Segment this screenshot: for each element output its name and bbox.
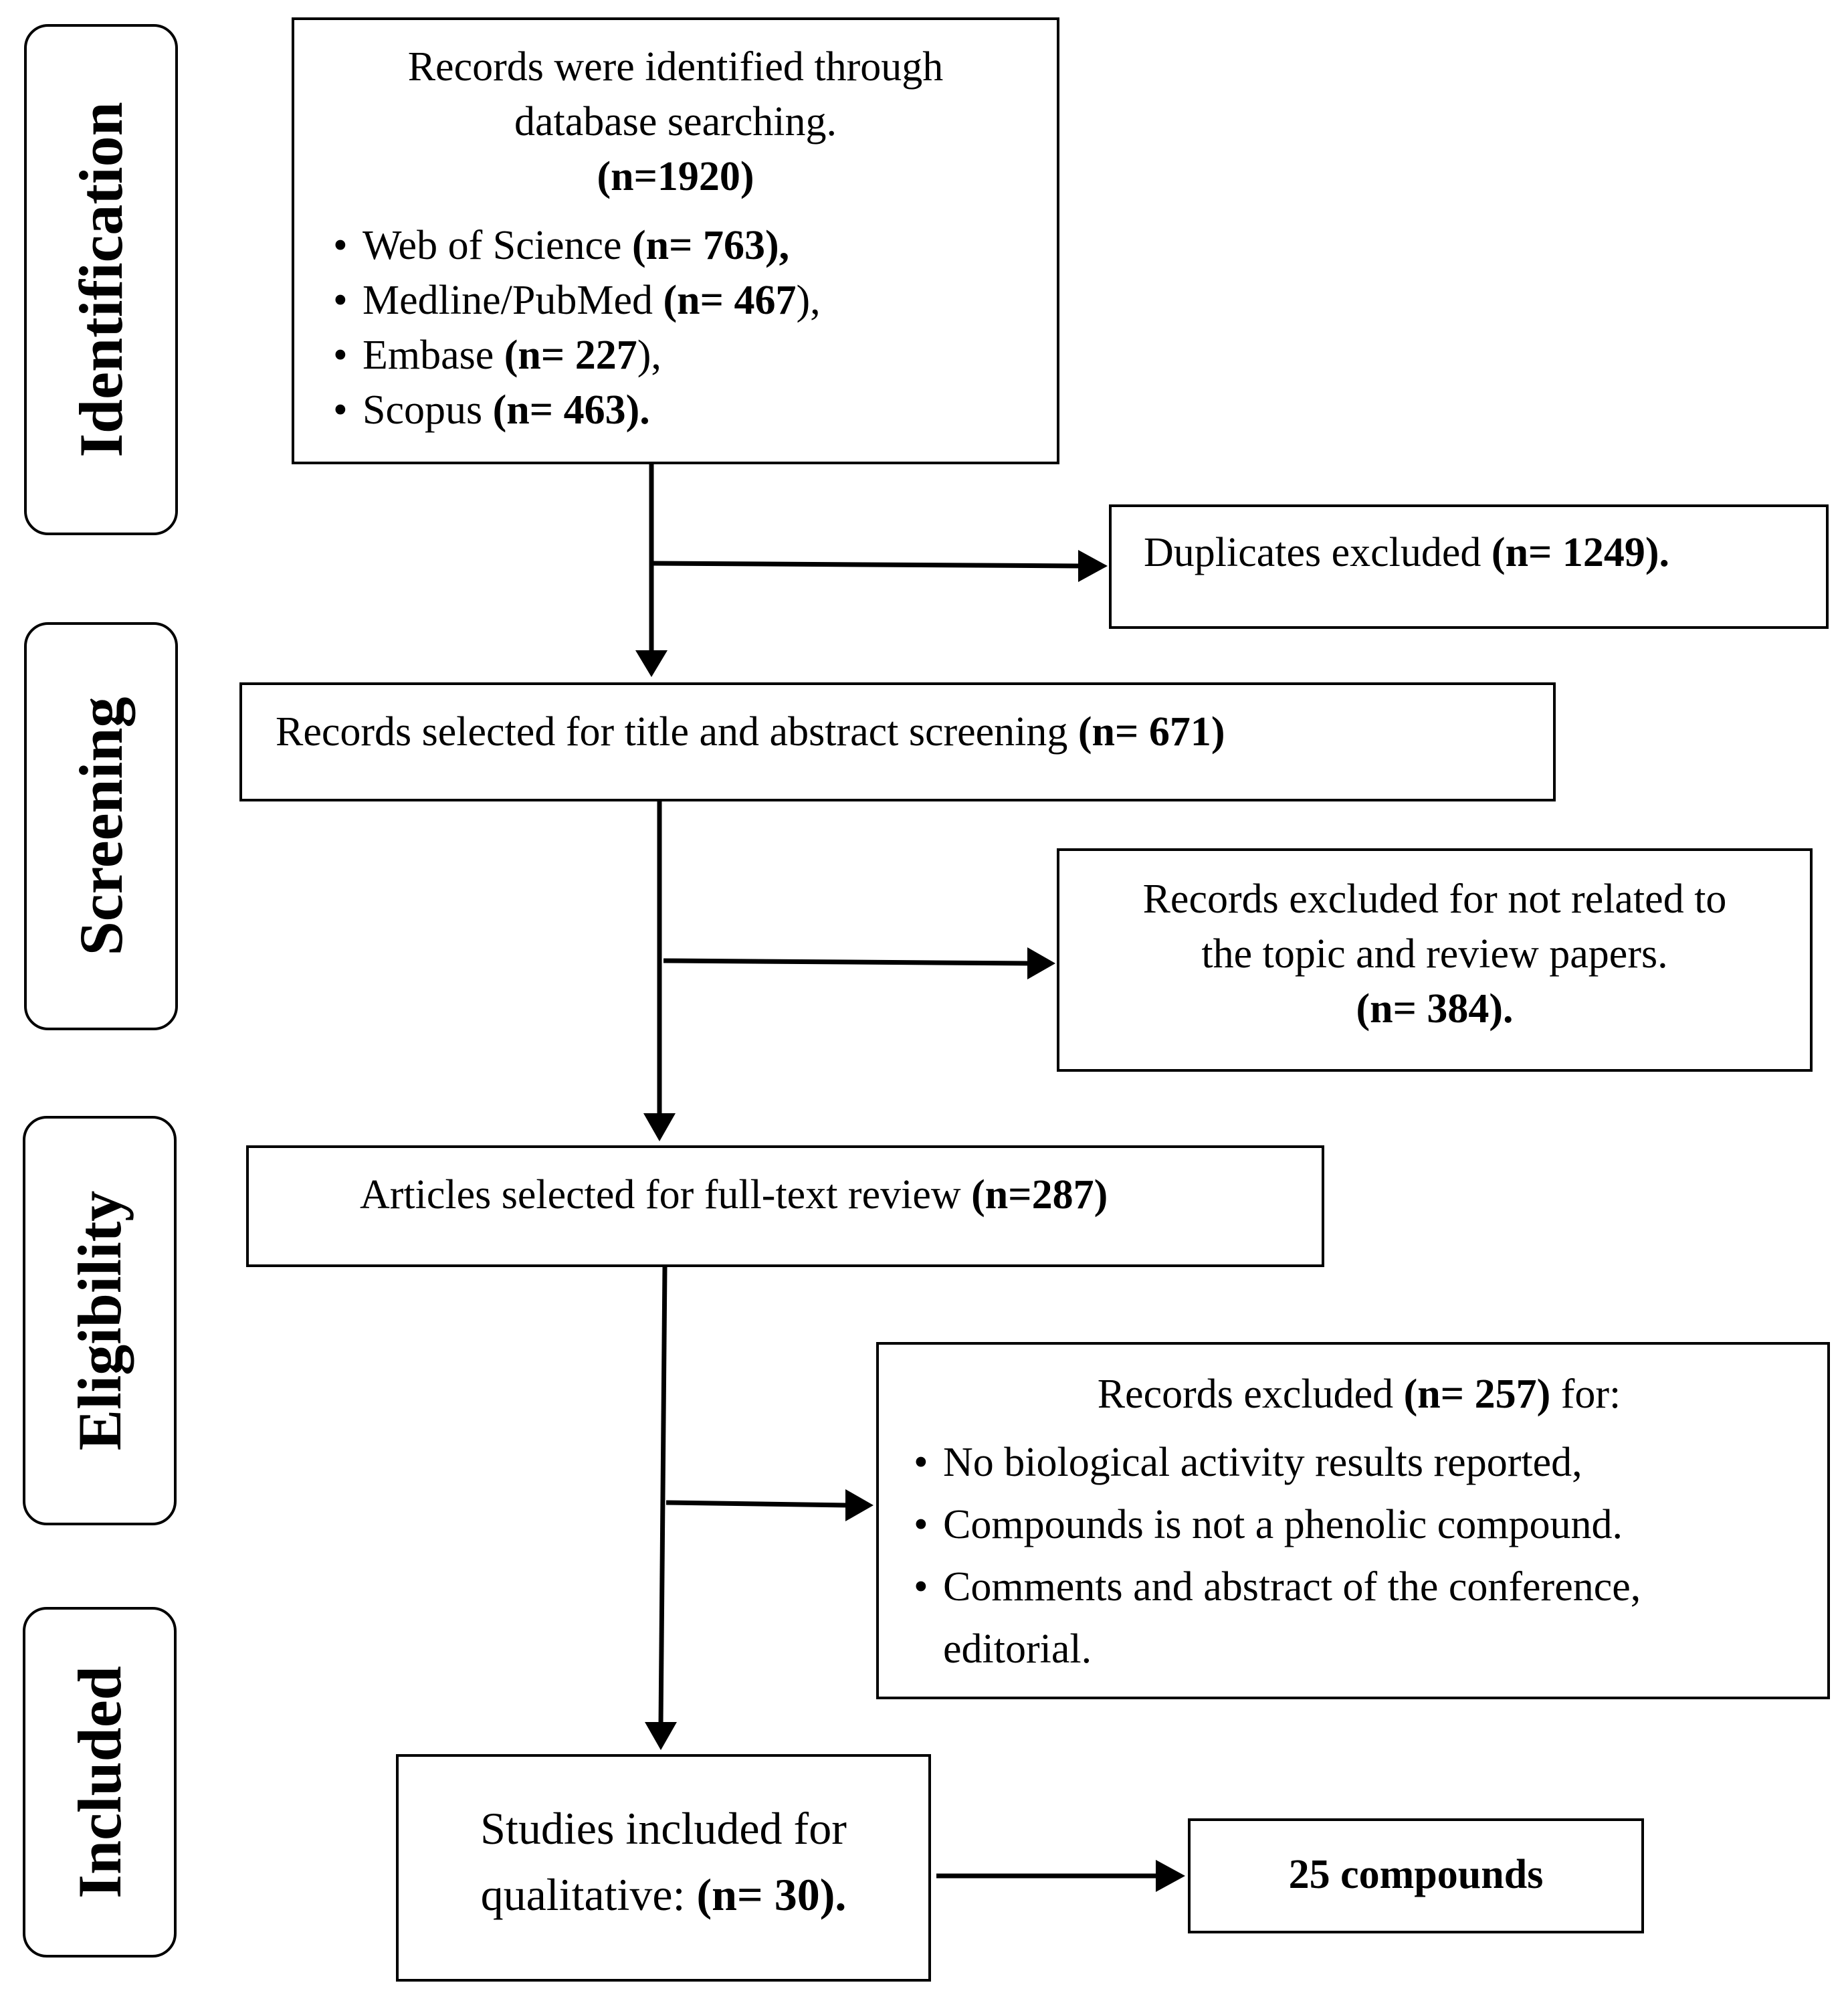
records-identified-count: (n=1920)	[597, 153, 754, 199]
database-source-item: Embase (n= 227),	[330, 328, 1030, 383]
excluded-topic-line2: the topic and review papers.	[1201, 931, 1668, 977]
excluded-fulltext-box: Records excluded (n= 257) for: No biolog…	[876, 1342, 1830, 1699]
phase-included-label: Included	[66, 1666, 134, 1899]
duplicates-excluded-count: (n= 1249).	[1491, 530, 1670, 575]
database-source-item: Web of Science (n= 763),	[330, 219, 1030, 274]
database-source-list: Web of Science (n= 763), Medline/PubMed …	[321, 219, 1030, 438]
duplicates-excluded-label: Duplicates excluded	[1144, 530, 1492, 575]
database-source-item: Medline/PubMed (n= 467),	[330, 274, 1030, 328]
fulltext-review-count: (n=287)	[971, 1172, 1108, 1218]
database-source-item: Scopus (n= 463).	[330, 383, 1030, 438]
studies-included-count: (n= 30).	[696, 1869, 847, 1920]
exclusion-reason-item: Comments and abstract of the conference,	[911, 1556, 1807, 1618]
excluded-fulltext-heading: Records excluded (n= 257) for:	[1097, 1371, 1621, 1417]
records-identified-line1: Records were identified through	[407, 44, 944, 90]
exclusion-reason-continuation: editorial.	[943, 1626, 1092, 1672]
studies-included-box: Studies included for qualitative: (n= 30…	[396, 1754, 931, 1982]
phase-identification: Identification	[24, 24, 178, 535]
duplicates-excluded-box: Duplicates excluded (n= 1249).	[1109, 504, 1829, 629]
exclusion-reason-item: No biological activity results reported,	[911, 1432, 1807, 1494]
records-identified-heading: Records were identified through database…	[321, 40, 1030, 204]
compounds-box: 25 compounds	[1188, 1818, 1644, 1933]
fulltext-review-box: Articles selected for full-text review (…	[246, 1145, 1324, 1267]
studies-included-line1: Studies included for	[480, 1803, 847, 1854]
records-identified-box: Records were identified through database…	[292, 17, 1059, 464]
exclusion-reason-item: Compounds is not a phenolic compound.	[911, 1494, 1807, 1556]
phase-eligibility-label: Eligibility	[66, 1190, 134, 1451]
excluded-topic-line1: Records excluded for not related to	[1142, 876, 1727, 922]
records-identified-line2: database searching.	[514, 98, 837, 145]
arrow-to-excluded-topic	[663, 958, 1031, 966]
phase-eligibility: Eligibility	[23, 1116, 177, 1525]
phase-identification-label: Identification	[67, 102, 135, 458]
title-abstract-screening-box: Records selected for title and abstract …	[239, 682, 1556, 801]
compounds-label: 25 compounds	[1288, 1852, 1544, 1897]
arrow-to-excluded-fulltext	[665, 1500, 849, 1508]
phase-screening-label: Screening	[67, 696, 135, 956]
title-abstract-screening-label: Records selected for title and abstract …	[276, 709, 1078, 755]
arrow-to-duplicates	[651, 561, 1082, 569]
arrow-fulltext-to-included	[658, 1266, 668, 1725]
phase-included: Included	[23, 1607, 177, 1958]
excluded-topic-box: Records excluded for not related to the …	[1057, 848, 1813, 1072]
exclusion-reason-list: No biological activity results reported,…	[911, 1432, 1807, 1618]
title-abstract-screening-count: (n= 671)	[1077, 709, 1225, 755]
excluded-topic-count: (n= 384).	[1356, 985, 1514, 1032]
excluded-fulltext-count: (n= 257)	[1403, 1371, 1551, 1417]
fulltext-review-label: Articles selected for full-text review	[360, 1172, 972, 1218]
phase-screening: Screening	[24, 622, 178, 1030]
